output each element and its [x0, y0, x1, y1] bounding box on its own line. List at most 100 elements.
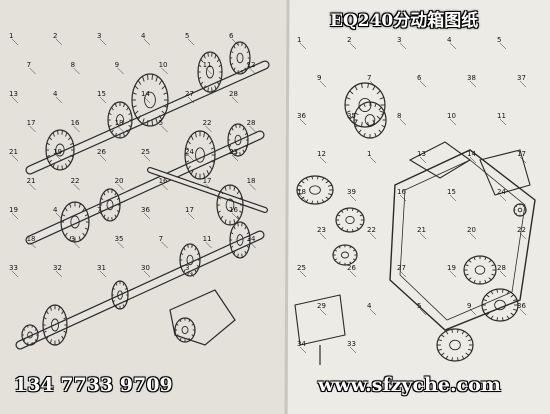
left-leader-10	[205, 67, 212, 75]
right-callout-0: 1	[297, 36, 301, 44]
right-callout-18: 14	[467, 150, 476, 158]
left-leader-49	[55, 270, 63, 278]
left-callout-31: 22	[71, 177, 80, 185]
right-leader-35	[319, 308, 327, 316]
right-callout-9: 37	[517, 74, 526, 82]
left-leader-0	[11, 38, 19, 46]
left-page	[0, 0, 288, 414]
right-callout-3: 4	[447, 36, 452, 44]
left-leader-26	[99, 154, 107, 162]
left-callout-47: 34	[247, 235, 256, 243]
left-leader-29	[231, 154, 239, 162]
left-leader-35	[249, 183, 256, 191]
left-leader-7	[73, 67, 80, 75]
left-leader-27	[143, 154, 151, 162]
right-leader-11	[349, 118, 357, 126]
left-leader-19	[73, 125, 80, 133]
website-url: www.sfzyche.com	[318, 374, 501, 396]
left-callout-7: 8	[71, 61, 75, 69]
left-callout-12: 13	[9, 90, 18, 98]
left-leader-14	[99, 96, 107, 104]
left-leader-42	[29, 241, 36, 249]
right-callout-41: 33	[347, 340, 356, 348]
right-leader-29	[519, 232, 527, 240]
right-callout-8: 38	[467, 74, 476, 82]
right-callout-22: 16	[397, 188, 406, 196]
left-callout-35: 18	[247, 177, 256, 185]
right-callout-19: 17	[517, 150, 526, 158]
right-leader-16	[369, 156, 377, 164]
side-plate	[479, 149, 531, 196]
right-callout-6: 7	[367, 74, 371, 82]
left-callout-3: 4	[141, 32, 146, 40]
left-leader-52	[187, 270, 195, 278]
gear-i	[216, 184, 244, 226]
gear-e	[60, 201, 90, 243]
left-callout-41: 16	[229, 206, 238, 214]
right-leader-15	[319, 156, 327, 164]
right-callout-36: 4	[367, 302, 372, 310]
left-leader-21	[161, 125, 168, 133]
right-callout-31: 26	[347, 264, 356, 272]
mount-bracket	[294, 294, 346, 346]
left-callout-39: 36	[141, 206, 150, 214]
right-leader-32	[399, 270, 407, 278]
right-callout-25: 23	[317, 226, 326, 234]
right-leader-34	[499, 270, 507, 278]
right-leader-17	[419, 156, 427, 164]
gear-h	[227, 123, 249, 157]
main-housing	[389, 149, 536, 331]
left-callout-43: 3	[71, 235, 75, 243]
right-callout-33: 19	[447, 264, 456, 272]
left-leader-22	[205, 125, 212, 133]
left-callout-50: 31	[97, 264, 106, 272]
left-leader-12	[11, 96, 19, 104]
left-leader-33	[161, 183, 168, 191]
right-callout-26: 22	[367, 226, 376, 234]
right-leader-12	[399, 118, 407, 126]
left-callout-23: 28	[247, 119, 256, 127]
right-leader-6	[369, 80, 377, 88]
input-yoke-gear	[45, 129, 75, 171]
rear-yoke	[481, 288, 519, 322]
right-callout-14: 11	[497, 112, 506, 120]
left-leader-41	[231, 212, 239, 220]
left-leader-47	[249, 241, 256, 249]
right-callout-2: 3	[397, 36, 401, 44]
right-leader-33	[449, 270, 457, 278]
right-callout-12: 8	[397, 112, 401, 120]
output-shaft-inner	[16, 231, 264, 349]
left-callout-34: 17	[203, 177, 212, 185]
left-leader-4	[187, 38, 195, 46]
top-cover	[408, 141, 471, 179]
left-callout-33: 16	[159, 177, 168, 185]
right-callout-38: 9	[467, 302, 471, 310]
right-page	[288, 0, 550, 414]
phone-number: 134 7733 9709	[14, 374, 173, 396]
left-callout-46: 11	[203, 235, 212, 243]
gear-b	[131, 73, 169, 127]
left-leader-3	[143, 38, 151, 46]
right-leader-19	[519, 156, 527, 164]
left-callout-40: 17	[185, 206, 194, 214]
left-leader-37	[55, 212, 63, 220]
right-leader-41	[349, 346, 357, 354]
bearing-housing	[169, 289, 236, 346]
bearing	[174, 317, 196, 343]
left-callout-42: 18	[27, 235, 36, 243]
bottom-yoke	[436, 328, 474, 362]
left-leader-36	[11, 212, 19, 220]
left-callout-1: 2	[53, 32, 57, 40]
left-leader-40	[187, 212, 195, 220]
gear-l	[229, 221, 251, 259]
rear-bearing	[463, 255, 497, 285]
input-shaft-inner	[26, 61, 269, 174]
left-callout-11: 12	[247, 61, 256, 69]
left-leader-25	[55, 154, 63, 162]
left-callout-27: 25	[141, 148, 150, 156]
seal-stack-1	[344, 82, 386, 128]
right-callout-21: 39	[347, 188, 356, 196]
left-callout-9: 10	[159, 61, 168, 69]
right-callout-27: 21	[417, 226, 426, 234]
